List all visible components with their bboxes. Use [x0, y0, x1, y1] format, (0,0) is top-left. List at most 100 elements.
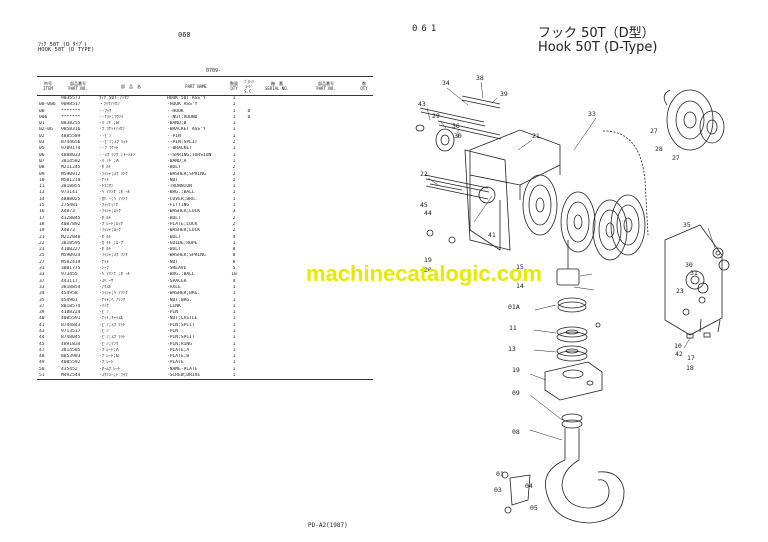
cell-qty: 1 — [232, 366, 236, 372]
cell-qty: 1 — [232, 184, 236, 190]
cell-qty: 1 — [232, 196, 236, 202]
cell-qty: 1 — [232, 341, 236, 347]
cell-qty: 1 — [232, 284, 236, 290]
cell-part-name-jp: ·ﾌﾟﾚｰﾄ;ﾛｯｸ — [99, 221, 123, 227]
cell-item: 02-06 — [39, 127, 53, 133]
cell-item: 34 — [39, 291, 45, 297]
callout-number: 36 — [452, 122, 460, 130]
callout-number: 14 — [516, 282, 524, 290]
cell-part-name-jp: ··ﾋﾟﾝ;ｽﾌﾟﾘｯﾄ — [99, 140, 128, 146]
axle-nut — [697, 247, 730, 294]
cell-part-no: 8748045 — [61, 335, 81, 341]
cell-part-name-jp: ·ﾌﾟﾚｰﾄ;A — [99, 347, 119, 353]
cell-part-name-en: ·PIN;RING — [167, 341, 192, 347]
cell-part-name-jp: ·ﾋﾟﾝ;ﾘﾝｸﾞ — [99, 341, 121, 347]
cell-part-name-en: ·NUT — [167, 259, 179, 265]
callout-number: 44 — [424, 209, 432, 217]
cell-part-name-jp: ·ﾌﾟﾚｰﾄ;B — [99, 354, 119, 360]
cell-part-name-en: ··BRACKET — [167, 146, 192, 152]
cell-item: 31 — [39, 266, 45, 272]
cell-item: 08 — [39, 165, 45, 171]
cell-part-name-jp: ··ﾋﾟﾝ — [99, 133, 112, 139]
cell-part-name-en: ·PLATE — [167, 360, 184, 366]
cell-qty: 3 — [232, 209, 236, 215]
cell-part-no: 3818855 — [61, 184, 81, 190]
cell-part-name-jp: ·ﾌﾞﾗｹｯﾄｱｯｾﾝ — [99, 127, 125, 133]
bearing-washer-stack — [556, 297, 588, 362]
text-watermark: machinecatalogic.com — [306, 261, 542, 286]
section-title-jp: ﾌｯｸ 50T (D ﾀｲﾌﾟ) — [38, 42, 88, 48]
cell-part-name-en: ·BOLT — [167, 234, 181, 240]
cell-part-name-jp: ·ﾅｯﾄ — [99, 259, 109, 265]
cell-qty: 2 — [232, 140, 236, 146]
cell-item: 15 — [39, 203, 45, 209]
cell-block-code — [241, 373, 257, 381]
cell-qty: 1 — [232, 335, 236, 341]
cell-part-no: 4085592 — [61, 360, 81, 366]
cell-qty: 1 — [232, 158, 236, 164]
cell-part-name-jp: ·ﾜｯｼｬ;ﾛｯｸ — [99, 209, 121, 215]
callout-number: 03 — [494, 486, 502, 494]
callout-number: 35 — [683, 221, 691, 229]
cell-part-name-en: ·NUT;CASTLE — [167, 316, 198, 322]
cell-qty: 1 — [232, 303, 236, 309]
cell-part-name-jp: ・ﾌｯｸｱｯｾﾝ — [99, 102, 120, 108]
cell-part-no: 9098517 — [61, 102, 81, 108]
cell-part-name-en: ·AXLE — [167, 284, 181, 290]
callout-number: 09 — [512, 389, 520, 397]
cell-item: 21 — [39, 234, 45, 240]
cell-qty: 1 — [232, 240, 236, 246]
callout-number: 13 — [508, 345, 516, 353]
header-part-no: 部品番号 PART NO. — [59, 76, 97, 96]
left-page: 060 ﾌｯｸ 50T (D ﾀｲﾌﾟ) HOOK 50T (D TYPE) 0… — [37, 31, 373, 529]
cell-item: 43 — [39, 328, 45, 334]
cell-part-name-jp: ·ﾌﾟﾚｰﾄ — [99, 360, 114, 366]
cell-part-name-jp: ·ﾘﾝｸ — [99, 303, 109, 309]
cell-part-name-jp: ··ﾌﾞﾗｹｯﾄ — [99, 146, 119, 152]
cell-part-no: M212040 — [61, 234, 81, 240]
cell-part-no: 3818854 — [61, 284, 81, 290]
diagram-title-jp: フック 50T（D型） — [538, 26, 655, 41]
cell-replaceable-part-no — [297, 373, 355, 381]
cell-qty: 1 — [232, 354, 236, 360]
cell-part-name-jp: ·ﾌｨｯﾃｨﾝｸﾞ — [99, 203, 121, 209]
cell-part-no: 4085591 — [61, 316, 81, 322]
cell-qty: 1 — [232, 127, 236, 133]
callout-number: 10 — [674, 342, 682, 350]
header-item: 符号 ITEM — [37, 76, 59, 96]
callout-number: 42 — [675, 350, 683, 358]
cell-part-name-en: ·GUIDE;ROPE — [167, 240, 198, 246]
header-block-code: ﾌﾞﾛｯｸ ｺｰﾄﾞ S.C. — [241, 76, 257, 96]
side-plate-b — [664, 224, 723, 336]
cell-part-no: 8744656 — [61, 140, 81, 146]
cell-part-no: J75481 — [61, 203, 78, 209]
cell-part-name-en: ·COVER;BRG. — [167, 196, 198, 202]
cell-part-name-jp: ·ﾜｯｼｬ;ｽﾌﾟﾘﾝｸﾞ — [99, 253, 130, 259]
cell-qty: 1 — [232, 152, 236, 158]
cell-part-name-en: ·FITTING — [167, 203, 190, 209]
callout-number: 43 — [418, 100, 426, 108]
cell-part-name-en: ·BOLT — [167, 247, 181, 253]
callout-number: 31 — [690, 269, 698, 277]
cell-item: 00-006 — [39, 102, 56, 108]
cell-qty: 1 — [232, 203, 236, 209]
